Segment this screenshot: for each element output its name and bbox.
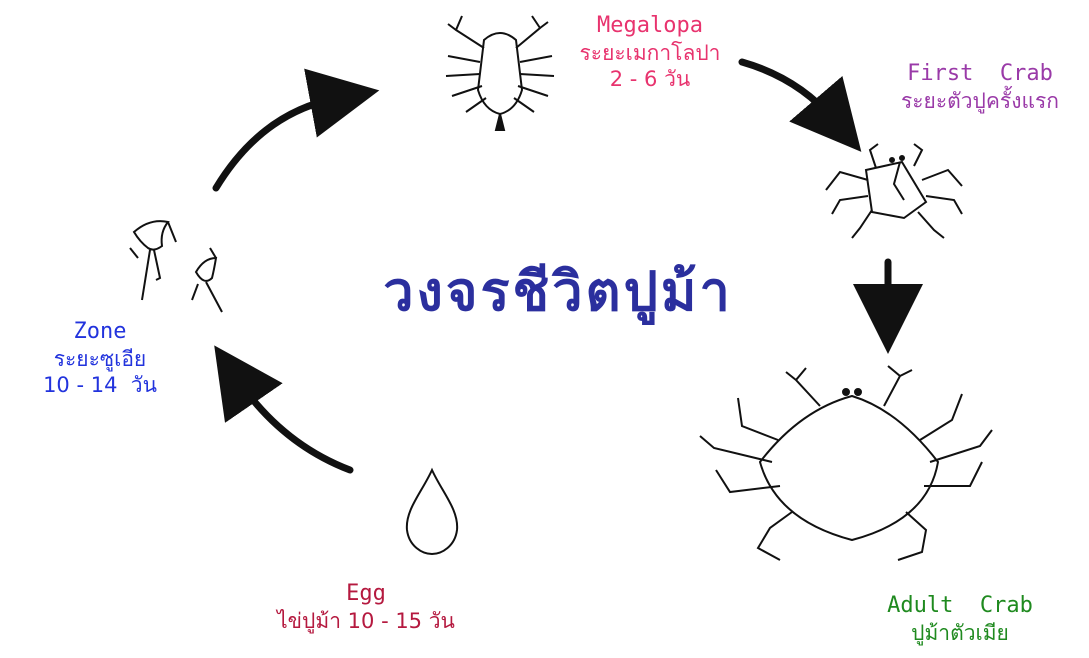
adult-crab-thai: ปูม้าตัวเมีย — [860, 620, 1060, 646]
zoea-thai: ระยะซูเอีย — [10, 346, 190, 372]
diagram-title: วงจรชีวิตปูม้า — [368, 248, 748, 334]
zoea-name: Zone — [10, 318, 190, 346]
first-crab-thai: ระยะตัวปูครั้งแรก — [880, 88, 1080, 114]
arrow-megalopa-to-first-crab — [742, 62, 834, 120]
arrow-zoea-to-megalopa — [216, 98, 338, 188]
egg-thai: ไข่ปูม้า 10 - 15 วัน — [236, 608, 496, 634]
zoea-label: Zone ระยะซูเอีย 10 - 14 วัน — [10, 318, 190, 398]
first-crab-name: First Crab — [880, 60, 1080, 88]
adult-crab-label: Adult Crab ปูม้าตัวเมีย — [860, 592, 1060, 646]
first-crab-label: First Crab ระยะตัวปูครั้งแรก — [880, 60, 1080, 114]
megalopa-name: Megalopa — [550, 12, 750, 40]
zoea-drawing — [130, 221, 222, 312]
megalopa-duration: 2 - 6 วัน — [550, 66, 750, 92]
adult-crab-drawing — [700, 366, 992, 560]
egg-name: Egg — [236, 580, 496, 608]
megalopa-label: Megalopa ระยะเมกาโลปา 2 - 6 วัน — [550, 12, 750, 92]
megalopa-thai: ระยะเมกาโลปา — [550, 40, 750, 66]
arrow-egg-to-zoea — [238, 380, 350, 470]
adult-crab-name: Adult Crab — [860, 592, 1060, 620]
zoea-duration: 10 - 14 วัน — [10, 372, 190, 398]
egg-label: Egg ไข่ปูม้า 10 - 15 วัน — [236, 580, 496, 634]
megalopa-drawing — [446, 16, 554, 130]
egg-drawing — [407, 470, 457, 554]
first-crab-drawing — [826, 144, 962, 238]
